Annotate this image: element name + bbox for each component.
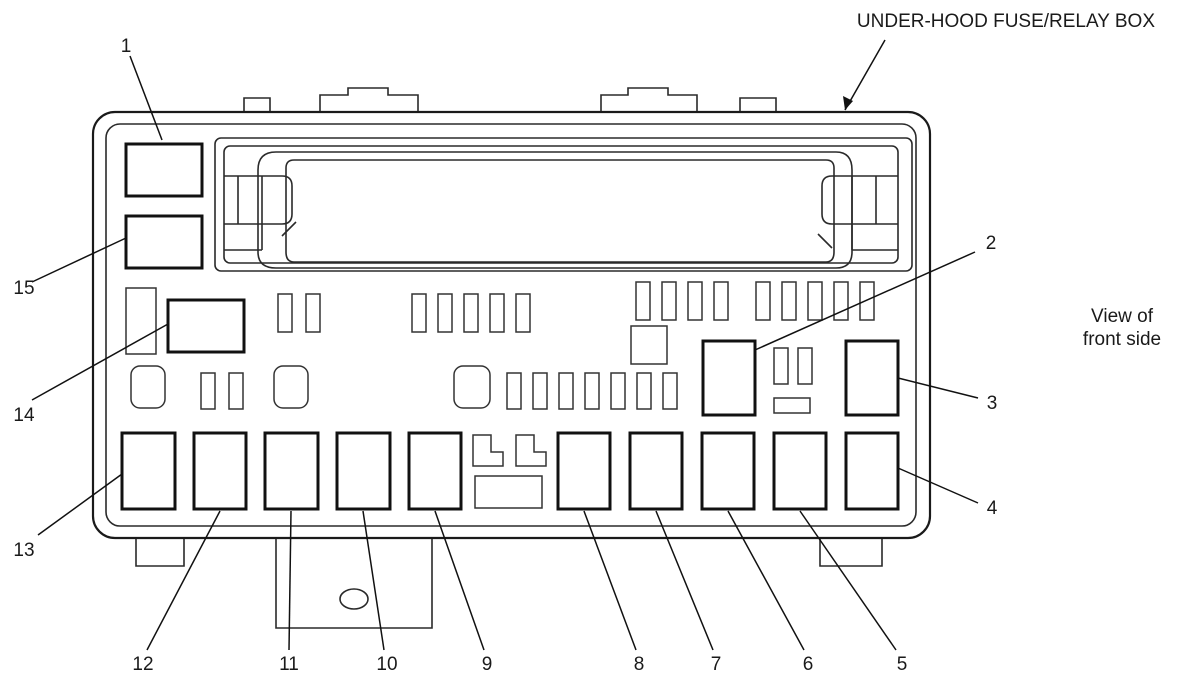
leader-5 — [799, 510, 897, 651]
relay-7 — [628, 431, 684, 511]
callout-14: 14 — [13, 405, 35, 426]
leader-4 — [897, 467, 979, 504]
leader-14 — [31, 323, 169, 401]
mini-fuses — [125, 281, 875, 509]
relay-11 — [263, 431, 320, 511]
leader-3 — [897, 377, 979, 399]
callout-6: 6 — [803, 654, 814, 675]
callout-3: 3 — [987, 393, 998, 414]
callout-1: 1 — [121, 36, 132, 57]
leader-9 — [434, 510, 485, 651]
callout-8: 8 — [634, 654, 645, 675]
callout-10: 10 — [376, 654, 397, 675]
leader-10 — [362, 510, 385, 651]
relay-6 — [700, 431, 756, 511]
relay-14 — [166, 298, 246, 354]
relay-13 — [120, 431, 177, 511]
leader-11 — [288, 510, 292, 651]
leader-12 — [146, 510, 221, 651]
leader-7 — [655, 510, 714, 651]
callout-12: 12 — [132, 654, 153, 675]
callout-11: 11 — [279, 654, 299, 675]
relay-2 — [701, 339, 757, 417]
relay-1 — [124, 142, 204, 198]
housing-inner-rim — [105, 123, 917, 527]
callout-2: 2 — [986, 233, 997, 254]
relays — [120, 142, 900, 511]
leader-15 — [31, 237, 127, 283]
callout-9: 9 — [482, 654, 493, 675]
relay-8 — [556, 431, 612, 511]
relay-10 — [335, 431, 392, 511]
leader-title — [844, 39, 886, 111]
connector-area — [214, 137, 913, 272]
callout-15: 15 — [13, 278, 34, 299]
leader-1 — [129, 55, 163, 141]
housing-top-tabs — [243, 87, 777, 113]
relay-3 — [844, 339, 900, 417]
relay-15 — [124, 214, 204, 270]
relay-9 — [407, 431, 463, 511]
callout-labels: 1 2 3 4 5 6 7 8 9 10 11 12 13 14 15 — [13, 36, 997, 675]
leader-8 — [583, 510, 637, 651]
view-note-line-2: front side — [1083, 329, 1161, 350]
diagram-title: UNDER-HOOD FUSE/RELAY BOX — [857, 11, 1155, 32]
callout-5: 5 — [897, 654, 908, 675]
leader-6 — [727, 510, 805, 651]
relay-5 — [772, 431, 828, 511]
view-note-line-1: View of — [1091, 306, 1154, 327]
callout-13: 13 — [13, 540, 34, 561]
callout-4: 4 — [987, 498, 998, 519]
leader-13 — [37, 473, 123, 536]
leader-2 — [754, 251, 976, 351]
relay-12 — [192, 431, 248, 511]
callout-7: 7 — [711, 654, 722, 675]
leader-lines — [31, 39, 979, 651]
housing-bottom-lugs — [135, 538, 883, 629]
relay-4 — [844, 431, 900, 511]
